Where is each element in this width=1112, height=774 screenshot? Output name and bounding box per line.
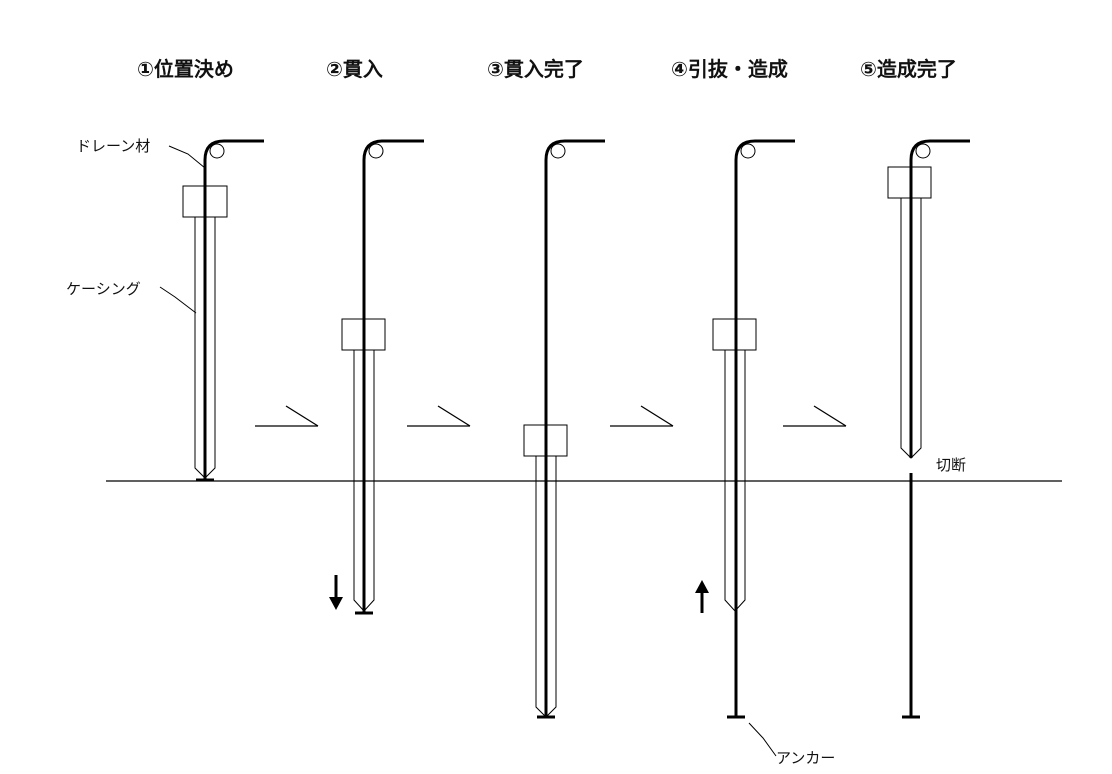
drain-reel-icon xyxy=(368,143,384,159)
drain-reel-icon xyxy=(550,143,566,159)
drain-reel-icon xyxy=(740,143,756,159)
drain-material xyxy=(362,139,424,612)
flow-arrow-1 xyxy=(255,405,319,427)
drain-material xyxy=(909,139,970,458)
step-4-drawing xyxy=(695,139,795,719)
step-5-drawing xyxy=(887,139,970,719)
casing-label: ケーシング xyxy=(66,280,141,298)
step-4-title: ④引抜・造成 xyxy=(671,57,788,81)
drain-leader xyxy=(168,145,206,169)
drain-material xyxy=(203,139,264,480)
anchor-leader xyxy=(748,722,777,757)
up-arrow-icon xyxy=(695,580,709,613)
step-1-title: ①位置決め xyxy=(137,57,234,81)
step-2-title: ②貫入 xyxy=(326,57,383,81)
step-1-drawing xyxy=(182,139,264,482)
drain-label: ドレーン材 xyxy=(76,137,151,155)
drain-material xyxy=(544,139,605,717)
step-2-drawing xyxy=(329,139,424,615)
anchor-label: アンカー xyxy=(776,749,836,767)
flow-arrow-2 xyxy=(407,405,471,427)
flow-arrow-4 xyxy=(783,405,847,427)
drain-reel-icon xyxy=(915,143,931,159)
step-3-title: ③貫入完了 xyxy=(487,57,584,81)
step-5-title: ⑤造成完了 xyxy=(860,57,957,81)
drain-material xyxy=(734,139,795,717)
casing-leader xyxy=(159,286,197,314)
step-3-drawing xyxy=(523,139,605,719)
cut-label: 切断 xyxy=(936,456,967,474)
down-arrow-icon xyxy=(329,575,343,610)
flow-arrow-3 xyxy=(610,405,674,427)
drain-reel-icon xyxy=(209,143,225,159)
